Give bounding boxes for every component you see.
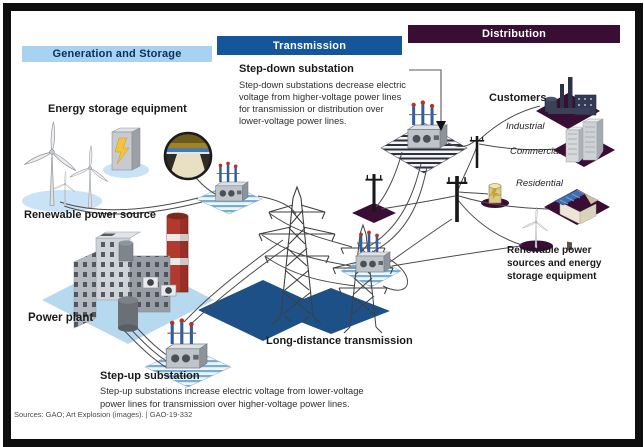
arrow-down-icon (436, 121, 446, 131)
industrial-buildings-illustration (544, 77, 597, 116)
turbine-base-ellipse (22, 190, 102, 212)
label-long-distance-transmission: Long-distance transmission (266, 335, 413, 347)
transformer-illustration (488, 183, 502, 204)
label-renewable-source: Renewable power source (24, 209, 157, 221)
step-up-callout-title: Step-up substation (100, 370, 200, 382)
banner-distribution: Distribution (408, 25, 620, 43)
banner-generation-and-storage: Generation and Storage (22, 46, 212, 62)
transmission-platform-1 (198, 280, 328, 341)
lightning-icon (114, 137, 130, 165)
distribution-pole-2 (444, 174, 470, 224)
hydro-inset-illustration (163, 131, 213, 181)
label-renewable-storage: Renewable power sources and energy stora… (507, 245, 602, 282)
generation-substation-illustration (214, 160, 250, 203)
source-line: Sources: GAO; Art Explosion (images). | … (14, 410, 193, 419)
step-up-callout-text: Step-up substations increase electric vo… (100, 386, 364, 409)
label-residential: Residential (516, 178, 563, 189)
label-customers: Customers (489, 92, 547, 104)
label-energy-storage: Energy storage equipment (48, 103, 187, 115)
banner-transmission: Transmission (217, 36, 402, 55)
power-plant-illustration (73, 212, 189, 332)
step-up-substation-illustration (164, 316, 209, 370)
step-down-callout-text: Step-down substations decrease electric … (239, 80, 406, 126)
label-power-plant: Power plant (28, 312, 94, 324)
label-commercial: Commercial (510, 146, 561, 157)
label-industrial: Industrial (506, 121, 545, 132)
step-down-leader-line (409, 69, 446, 131)
residential-house-illustration (554, 189, 599, 251)
commercial-buildings-illustration (565, 118, 604, 163)
distribution-pole-1 (468, 134, 486, 170)
transmission-tower-large (258, 185, 336, 325)
energy-storage-illustration (111, 127, 141, 171)
step-down-callout-title: Step-down substation (239, 63, 354, 75)
power-lines (59, 105, 557, 369)
